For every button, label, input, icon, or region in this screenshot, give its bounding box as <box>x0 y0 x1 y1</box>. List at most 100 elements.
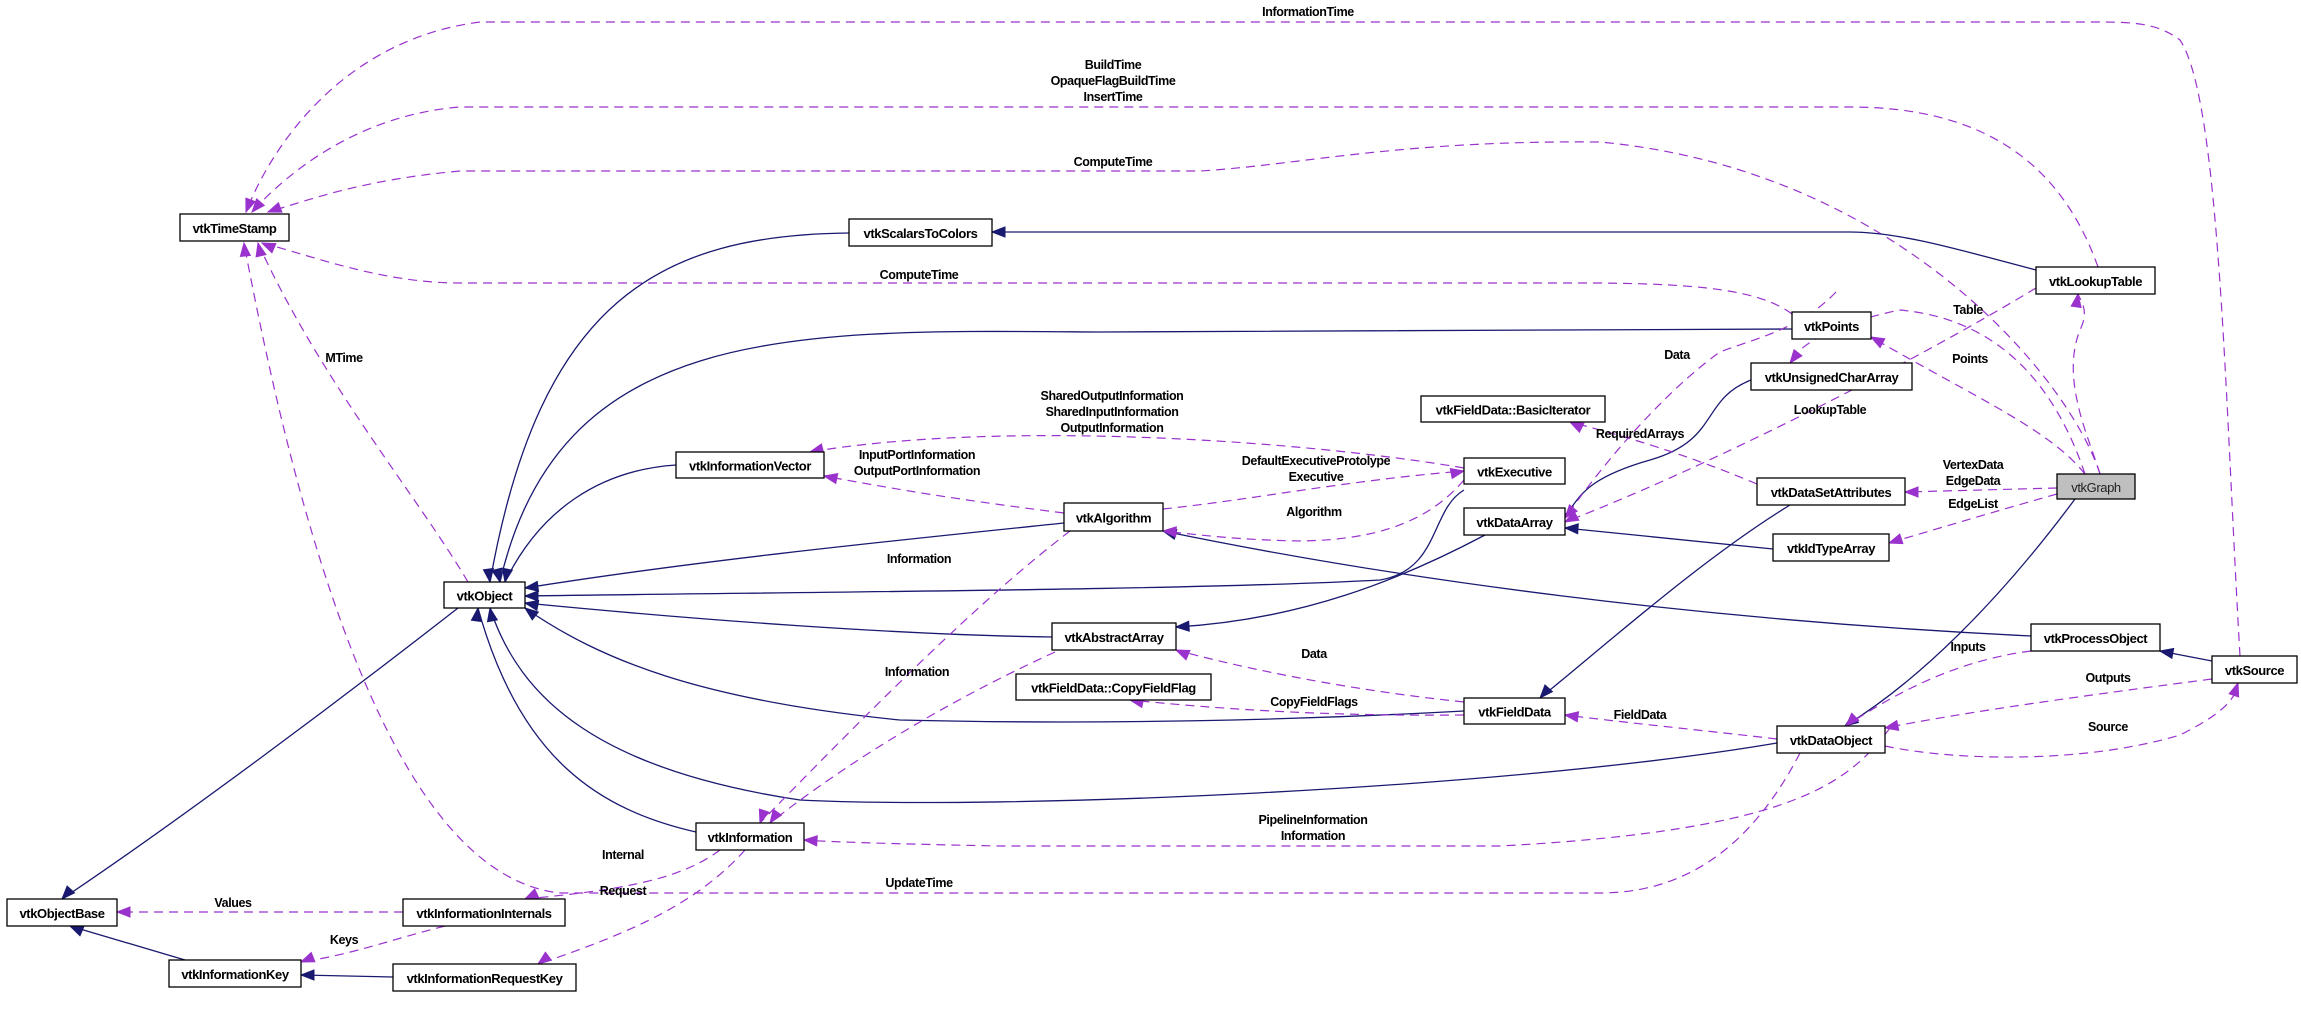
class-name: vtkDataSetAttributes <box>1771 485 1892 500</box>
usage-edge <box>1563 287 2037 523</box>
edge-path <box>2072 293 2101 475</box>
class-box[interactable] <box>1420 395 1606 423</box>
class-name: vtkAbstractArray <box>1064 630 1164 645</box>
edge-label: LookupTable <box>1794 403 1867 417</box>
class-node-vtkobject[interactable]: vtkObject <box>443 581 526 609</box>
class-name: vtkInformationRequestKey <box>407 971 564 986</box>
inheritance-edge <box>2158 647 2213 662</box>
inheritance-edge <box>299 969 394 981</box>
edge-path <box>257 242 469 583</box>
edge-path <box>499 328 1793 583</box>
class-box[interactable] <box>1791 311 1872 340</box>
usage-edge <box>260 242 1793 315</box>
class-node-vtkdataobject[interactable]: vtkDataObject <box>1776 725 1886 754</box>
class-node-vtkidtypearray[interactable]: vtkIdTypeArray <box>1772 533 1890 562</box>
class-name: vtkProcessObject <box>2044 631 2149 646</box>
class-box[interactable] <box>402 898 566 927</box>
edge-path <box>300 925 446 963</box>
class-name: vtkTimeStamp <box>193 221 277 236</box>
class-box[interactable] <box>695 822 805 851</box>
usage-edge <box>1174 649 1465 703</box>
usage-edge <box>769 651 1056 825</box>
class-node-vtkobjectbase[interactable]: vtkObjectBase <box>6 898 118 927</box>
usage-edge <box>1884 681 2240 758</box>
edge-label: CopyFieldFlags <box>1270 695 1358 709</box>
edge-label: FieldData <box>1614 708 1668 722</box>
class-name: vtkUnsignedCharArray <box>1765 370 1900 385</box>
class-node-vtkdataarray[interactable]: vtkDataArray <box>1463 507 1566 536</box>
class-box[interactable] <box>1756 477 1906 506</box>
class-box[interactable] <box>2211 655 2298 684</box>
edge-path <box>1904 487 2058 493</box>
class-box[interactable] <box>675 451 825 479</box>
edge-labels-layer: InformationTimeBuildTimeOpaqueFlagBuildT… <box>214 5 2131 947</box>
edge-label: EdgeData <box>1946 474 2002 488</box>
class-box[interactable] <box>2030 623 2161 652</box>
class-box[interactable] <box>1463 507 1566 536</box>
class-box[interactable] <box>1772 533 1890 562</box>
edge-path <box>1162 470 1465 510</box>
class-box[interactable] <box>1063 502 1164 532</box>
class-node-vtkunsignedchararray[interactable]: vtkUnsignedCharArray <box>1750 362 1913 391</box>
usage-edge <box>802 727 1891 847</box>
class-node-vtkabstractarray[interactable]: vtkAbstractArray <box>1051 622 1177 651</box>
class-node-vtkgraph[interactable]: vtkGraph <box>2056 473 2136 500</box>
class-box[interactable] <box>848 218 993 247</box>
class-box[interactable] <box>2056 473 2136 500</box>
class-node-vtkinformationinternals[interactable]: vtkInformationInternals <box>402 898 566 927</box>
class-box[interactable] <box>1015 673 1212 701</box>
class-node-vtkinformationkey[interactable]: vtkInformationKey <box>168 959 302 988</box>
class-box[interactable] <box>1051 622 1177 651</box>
class-node-vtklookuptable[interactable]: vtkLookupTable <box>2035 266 2156 295</box>
class-node-vtkalgorithm[interactable]: vtkAlgorithm <box>1063 502 1164 532</box>
inheritance-edge <box>486 606 1778 804</box>
usage-edge <box>1568 421 1758 485</box>
class-box[interactable] <box>2035 266 2156 295</box>
class-node-vtkfielddata[interactable]: vtkFieldData <box>1463 697 1566 725</box>
edge-path <box>524 849 721 900</box>
edge-path <box>992 231 2037 271</box>
edge-path <box>251 106 2099 268</box>
class-node-vtkfielddatacopyfieldflag[interactable]: vtkFieldData::CopyFieldFlag <box>1015 673 1212 701</box>
class-node-vtkinformationvector[interactable]: vtkInformationVector <box>675 451 825 479</box>
class-box[interactable] <box>179 213 290 242</box>
class-node-vtkinformation[interactable]: vtkInformation <box>695 822 805 851</box>
class-node-vtkexecutive[interactable]: vtkExecutive <box>1463 457 1566 485</box>
class-node-vtksource[interactable]: vtkSource <box>2211 655 2298 684</box>
class-box[interactable] <box>168 959 302 988</box>
edge-label: InputPortInformation <box>859 448 975 462</box>
class-box[interactable] <box>1750 362 1913 391</box>
class-box[interactable] <box>443 581 526 609</box>
arrowhead-icon <box>1869 336 1886 349</box>
edge-label: InformationTime <box>1262 5 1354 19</box>
class-node-vtktimestamp[interactable]: vtkTimeStamp <box>179 213 290 242</box>
class-node-vtkfielddatabasiciterator[interactable]: vtkFieldData::BasicIterator <box>1420 395 1606 423</box>
edge-path <box>803 727 1891 847</box>
class-node-vtkscalarstocolors[interactable]: vtkScalarsToColors <box>848 218 993 247</box>
arrowhead-icon <box>239 241 252 258</box>
class-name: vtkSource <box>2225 663 2284 678</box>
edge-label: Points <box>1952 352 1988 366</box>
arrowhead-icon <box>1789 348 1803 365</box>
class-box[interactable] <box>1463 697 1566 725</box>
edge-label: Keys <box>330 933 359 947</box>
class-node-vtkdatasetattributes[interactable]: vtkDataSetAttributes <box>1756 477 1906 506</box>
usage-edge <box>2070 292 2101 475</box>
class-node-vtkpoints[interactable]: vtkPoints <box>1791 311 1872 340</box>
class-name: vtkInformation <box>708 830 793 845</box>
class-box[interactable] <box>6 898 118 927</box>
class-box[interactable] <box>1776 725 1886 754</box>
arrowhead-icon <box>536 951 553 965</box>
edge-label: DefaultExecutiveProtolype <box>1242 454 1391 468</box>
arrowhead-icon <box>1563 510 1580 523</box>
usage-edge <box>255 241 469 583</box>
class-name: vtkInformationInternals <box>416 906 551 921</box>
arrowhead-icon <box>299 951 316 963</box>
class-box[interactable] <box>1463 457 1566 485</box>
inheritance-edge <box>61 607 459 901</box>
class-node-vtkinformationrequestkey[interactable]: vtkInformationRequestKey <box>392 963 577 992</box>
class-box[interactable] <box>392 963 577 992</box>
arrowhead-icon <box>1887 533 1904 545</box>
usage-edge <box>536 849 746 965</box>
class-node-vtkprocessobject[interactable]: vtkProcessObject <box>2030 623 2161 652</box>
